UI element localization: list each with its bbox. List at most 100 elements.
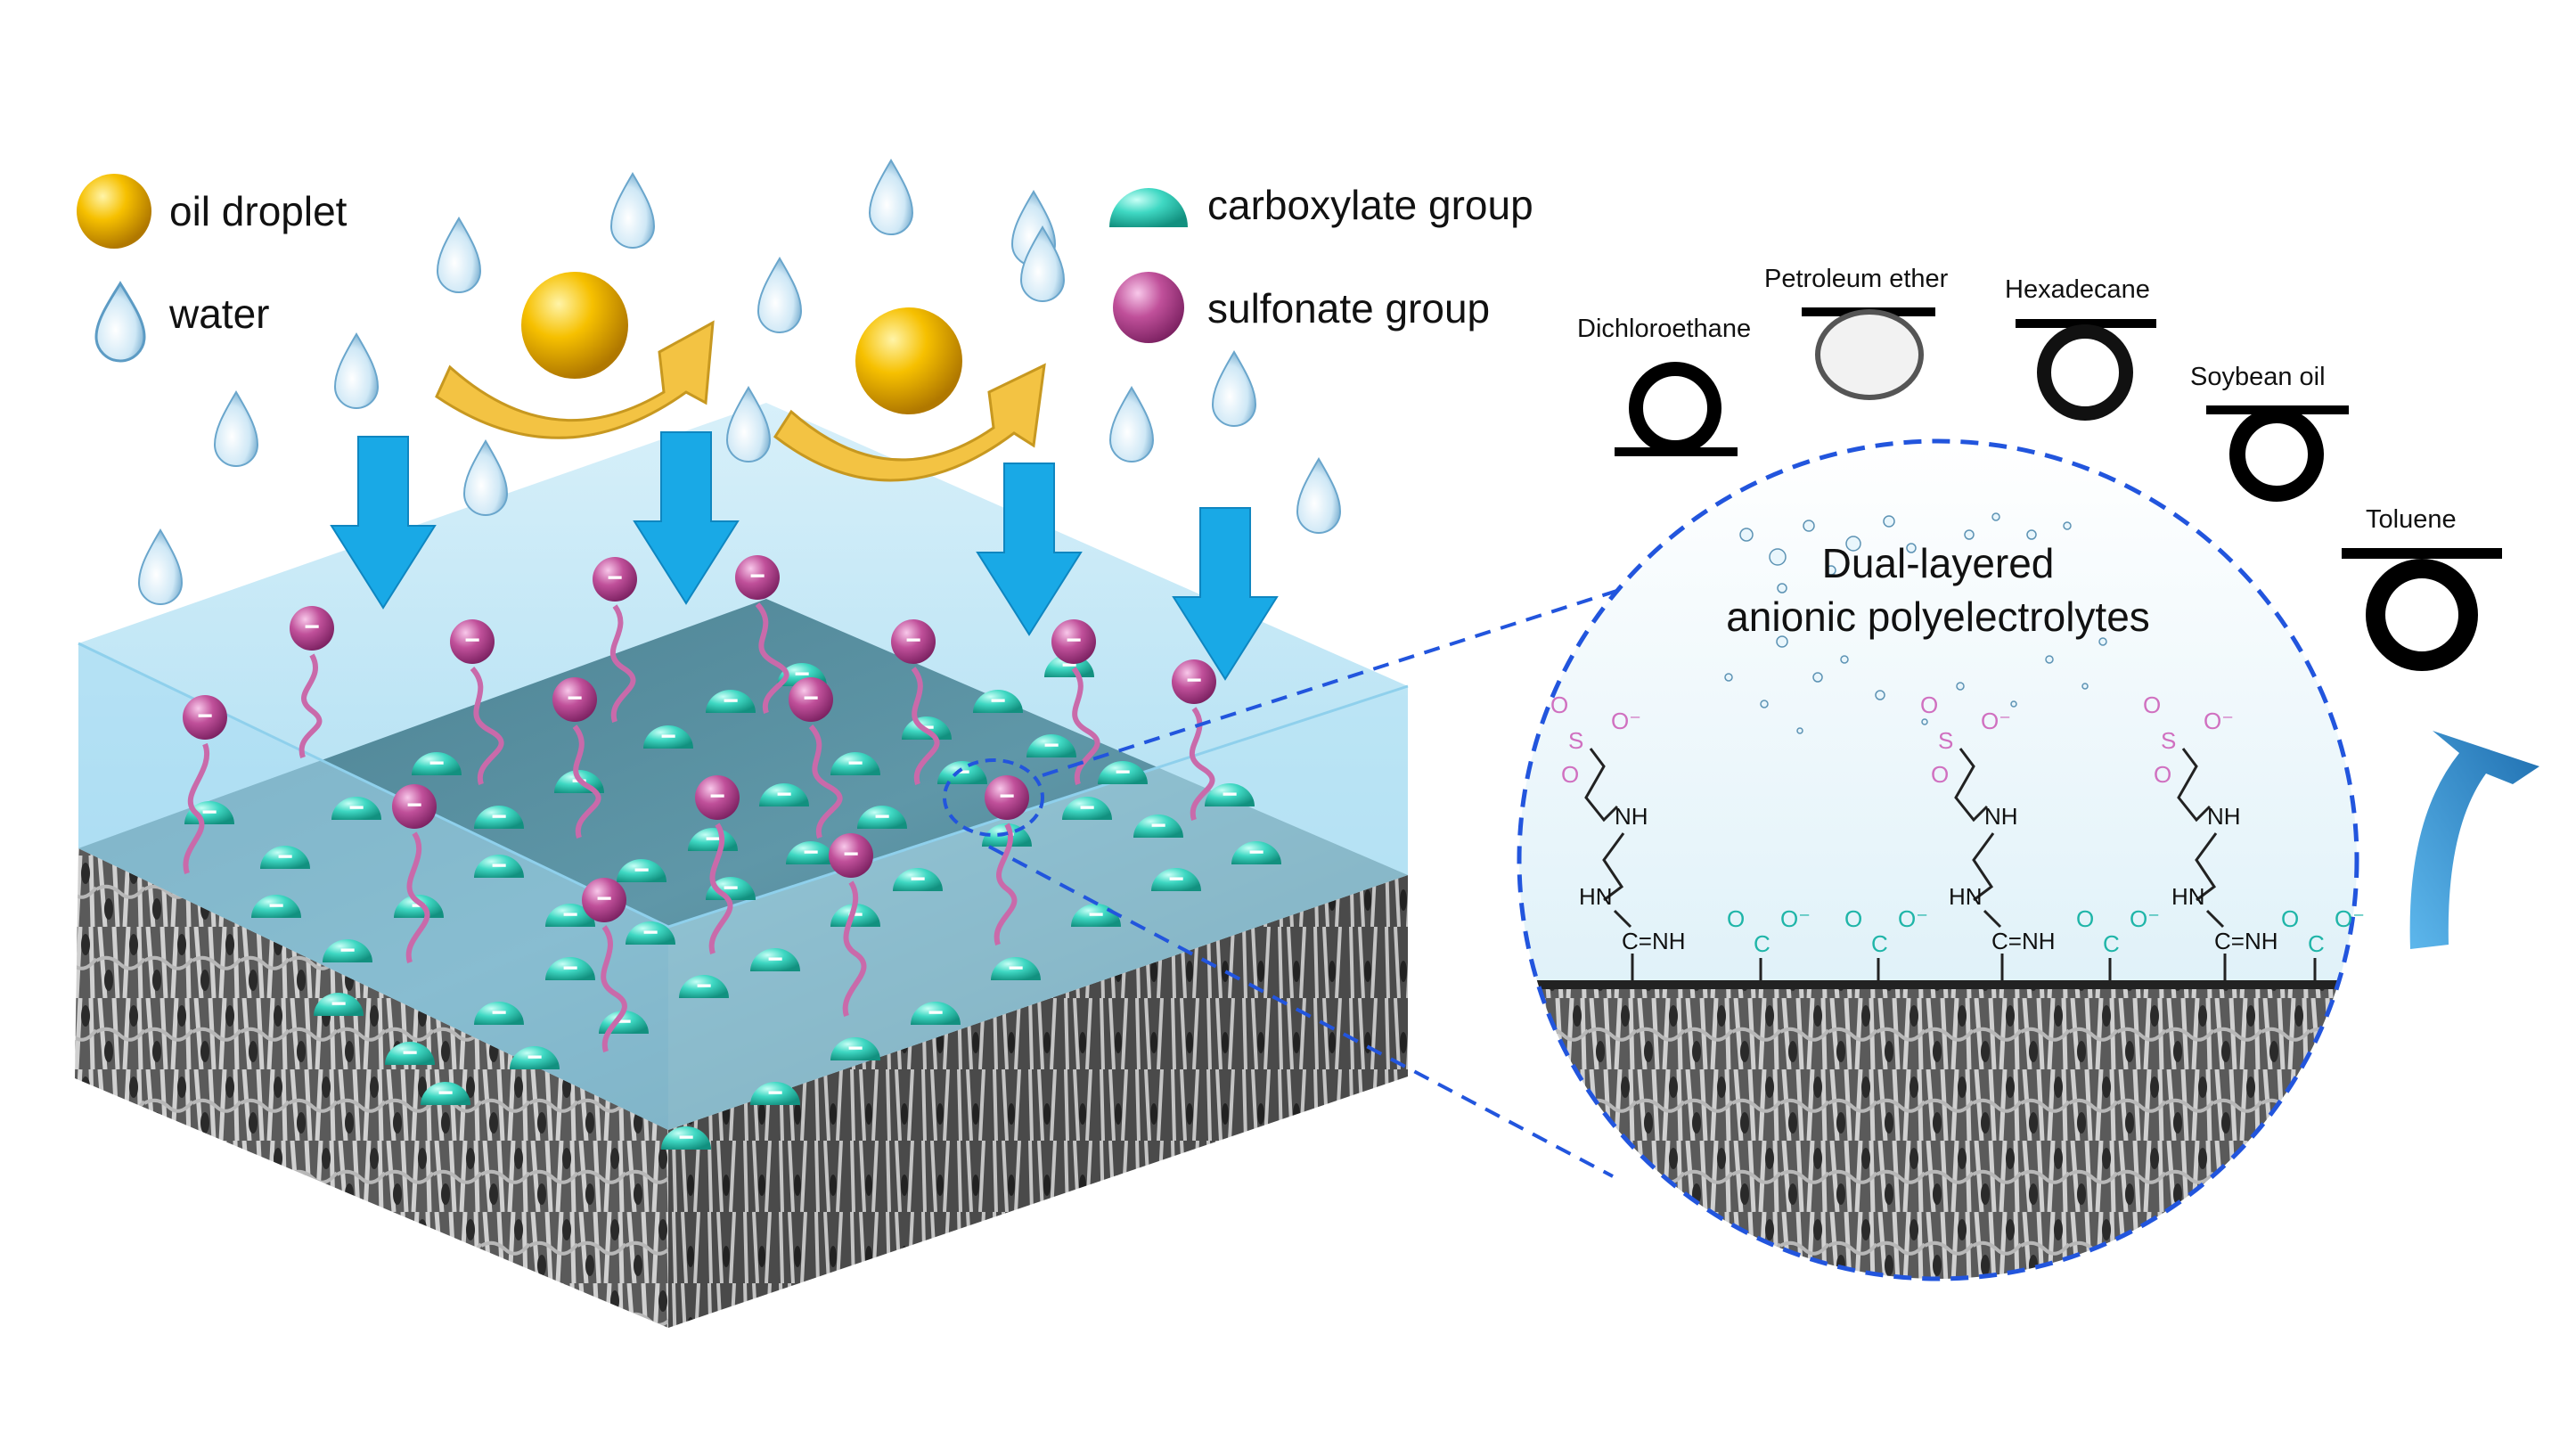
sulfonate-chain-1: O S O⁻ O NH HN C=NH [1550,692,1686,985]
svg-text:−: − [348,793,364,823]
oxygen-minus-label: O⁻ [2204,708,2234,734]
water-drop-icon [213,390,259,467]
bubble-icon [1769,548,1787,566]
bubble-icon [2063,521,2072,530]
svg-text:−: − [406,790,422,820]
svg-text:−: − [491,802,507,831]
carboxylate-dome-icon: − [1133,811,1183,840]
carboxylate-dome-icon: − [1098,757,1148,787]
water-drop-icon [333,332,380,409]
carboxylate-dome-icon: − [474,998,524,1027]
sulfonate-sphere-icon: − [290,606,334,758]
svg-text:−: − [749,561,765,591]
carboxylate-dome-icon: − [474,851,524,880]
water-droplets [137,159,1342,605]
oil-drop-toluene-icon [2366,559,2478,671]
sulfonate-sphere-icon: − [789,677,843,839]
sulfonate-legend-icon [1113,272,1184,343]
bubble-icon [2026,529,2037,540]
carboxylate-dome-icon: − [973,686,1023,716]
oxygen-minus-label: O⁻ [2130,905,2160,932]
legend-sulfonate-label: sulfonate group [1207,285,1490,332]
svg-text:−: − [705,824,721,854]
sulfonate-chain-2: O S O⁻ O NH HN C=NH [1920,692,2056,985]
sulfonate-sphere-icon: − [392,784,437,963]
hn-label: HN [1949,883,1983,910]
down-arrow-icon [633,431,740,605]
zoom-source-ellipse [943,758,1044,837]
amine-label: NH [1984,803,2018,830]
bubble-icon [1724,673,1733,682]
oxygen-minus-label: O⁻ [1898,905,1928,932]
oxygen-label: O [2281,905,2299,932]
oil-rejection-2 [773,307,1046,482]
svg-text:−: − [1222,780,1238,809]
carboxylate-dome-icon: − [421,1078,470,1108]
sulfonate-sphere-icon: − [183,695,227,874]
carboxylate-dome-icon: − [830,749,880,778]
carboxylate-legend-icon [1109,188,1188,227]
water-drop-icon [868,159,914,235]
svg-text:−: − [201,798,217,827]
sulfonate-sphere-icon: − [552,677,601,839]
bubble-icon [1875,690,1885,700]
carboxylate-dome-icon: − [750,945,800,974]
sulfonate-sphere-icon: − [1051,619,1100,785]
zoom-line-bottom [988,845,1614,1178]
carboxylate-dome-icon: − [911,998,961,1027]
carboxylate-dome-icon: − [1062,793,1112,823]
sulfonate-sphere-icon: − [582,878,627,1052]
svg-text:−: − [1168,864,1184,894]
imine-label: C=NH [1991,928,2056,954]
oxygen-label: O [1561,761,1579,788]
oil-drop-soybean-oil-icon [2229,407,2324,502]
oxygen-label: O [1727,905,1745,932]
amine-label: NH [1615,803,1648,830]
carboxylate-dome-icon: − [626,918,675,947]
legend-water-label: water [168,291,269,337]
svg-text:−: − [1248,838,1264,867]
oxygen-label: O [2143,692,2161,718]
bubble-icon [1991,512,2000,521]
oxygen-minus-label: O⁻ [1780,905,1811,932]
oil-label-hexadecane: Hexadecane [2005,275,2150,304]
water-flow-arrows [330,431,1279,681]
oil-contact-angles: Dichloroethane Petroleum ether Hexadecan… [1577,265,2502,671]
oil-label-dichloroethane: Dichloroethane [1577,315,1751,343]
oil-label-soybean-oil: Soybean oil [2190,363,2326,391]
svg-text:−: − [660,722,676,751]
sulfur-label: S [1568,727,1583,754]
carbon-label: C [1871,930,1888,957]
carboxylate-2: O C O⁻ [1844,905,1928,985]
svg-text:−: − [1079,793,1095,823]
carbon-label: C [2103,930,2120,957]
sulfonate-chain-3: O S O⁻ O NH HN C=NH [2143,692,2278,985]
svg-text:−: − [954,757,970,787]
down-arrow-icon [1172,507,1279,681]
down-arrow-icon [976,463,1083,636]
oil-droplet-icon [855,307,962,414]
oil-rejection-1 [435,272,715,439]
carboxylate-dome-icon: − [314,989,364,1019]
svg-text:−: − [596,884,612,913]
carboxylate-dome-icon: − [385,1038,435,1068]
bubble-icon [1840,655,1849,664]
water-drop-icon [609,172,656,249]
svg-text:−: − [1008,954,1024,983]
zoom-line-top [1042,570,1676,777]
bubbles [1724,512,2107,734]
imine-label: C=NH [1622,928,1686,954]
svg-text:−: − [527,1043,543,1072]
oxygen-label: O [2076,905,2094,932]
water-layer-front [78,643,668,1130]
oil-drop-dichloroethane-icon [1629,362,1721,454]
carboxylate-dome-icon: − [545,954,595,983]
svg-text:−: − [268,891,284,921]
svg-text:−: − [776,780,792,809]
carboxylate-dome-icon: − [184,798,234,827]
oxygen-minus-label: O⁻ [1611,708,1641,734]
imine-label: C=NH [2214,928,2278,954]
svg-text:−: − [767,1078,783,1108]
sulfonate-sphere-icon: − [735,555,789,714]
bubble-icon [1826,565,1836,576]
